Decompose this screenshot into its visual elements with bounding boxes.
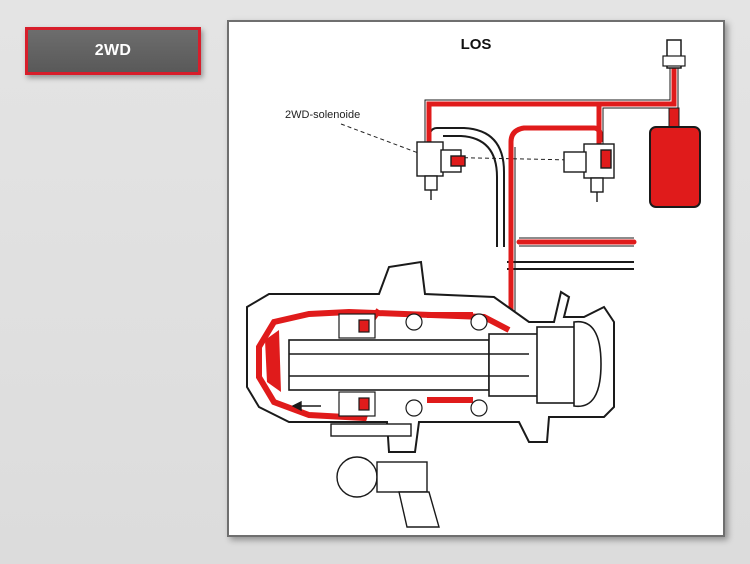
mode-badge[interactable]: 2WD — [25, 27, 201, 75]
clutch-pack — [338, 313, 376, 417]
pressure-chamber-fill — [265, 312, 473, 403]
diagram-title: LOS — [460, 36, 492, 53]
pressure-lines-inner — [424, 67, 679, 330]
bearings — [405, 313, 488, 417]
lower-fitting — [330, 423, 440, 528]
hydraulic-schematic — [246, 39, 701, 528]
solenoid-callout-label: 2WD-solenoide — [285, 109, 361, 121]
pressure-lines — [426, 64, 677, 333]
accumulator — [649, 39, 701, 208]
solenoid-valve-left — [416, 141, 466, 200]
output-shaft — [288, 320, 602, 408]
solenoid-valve-right — [563, 143, 615, 202]
flow-arrow — [291, 400, 321, 412]
diagram-frame: LOS 2WD-solenoide — [227, 20, 725, 537]
